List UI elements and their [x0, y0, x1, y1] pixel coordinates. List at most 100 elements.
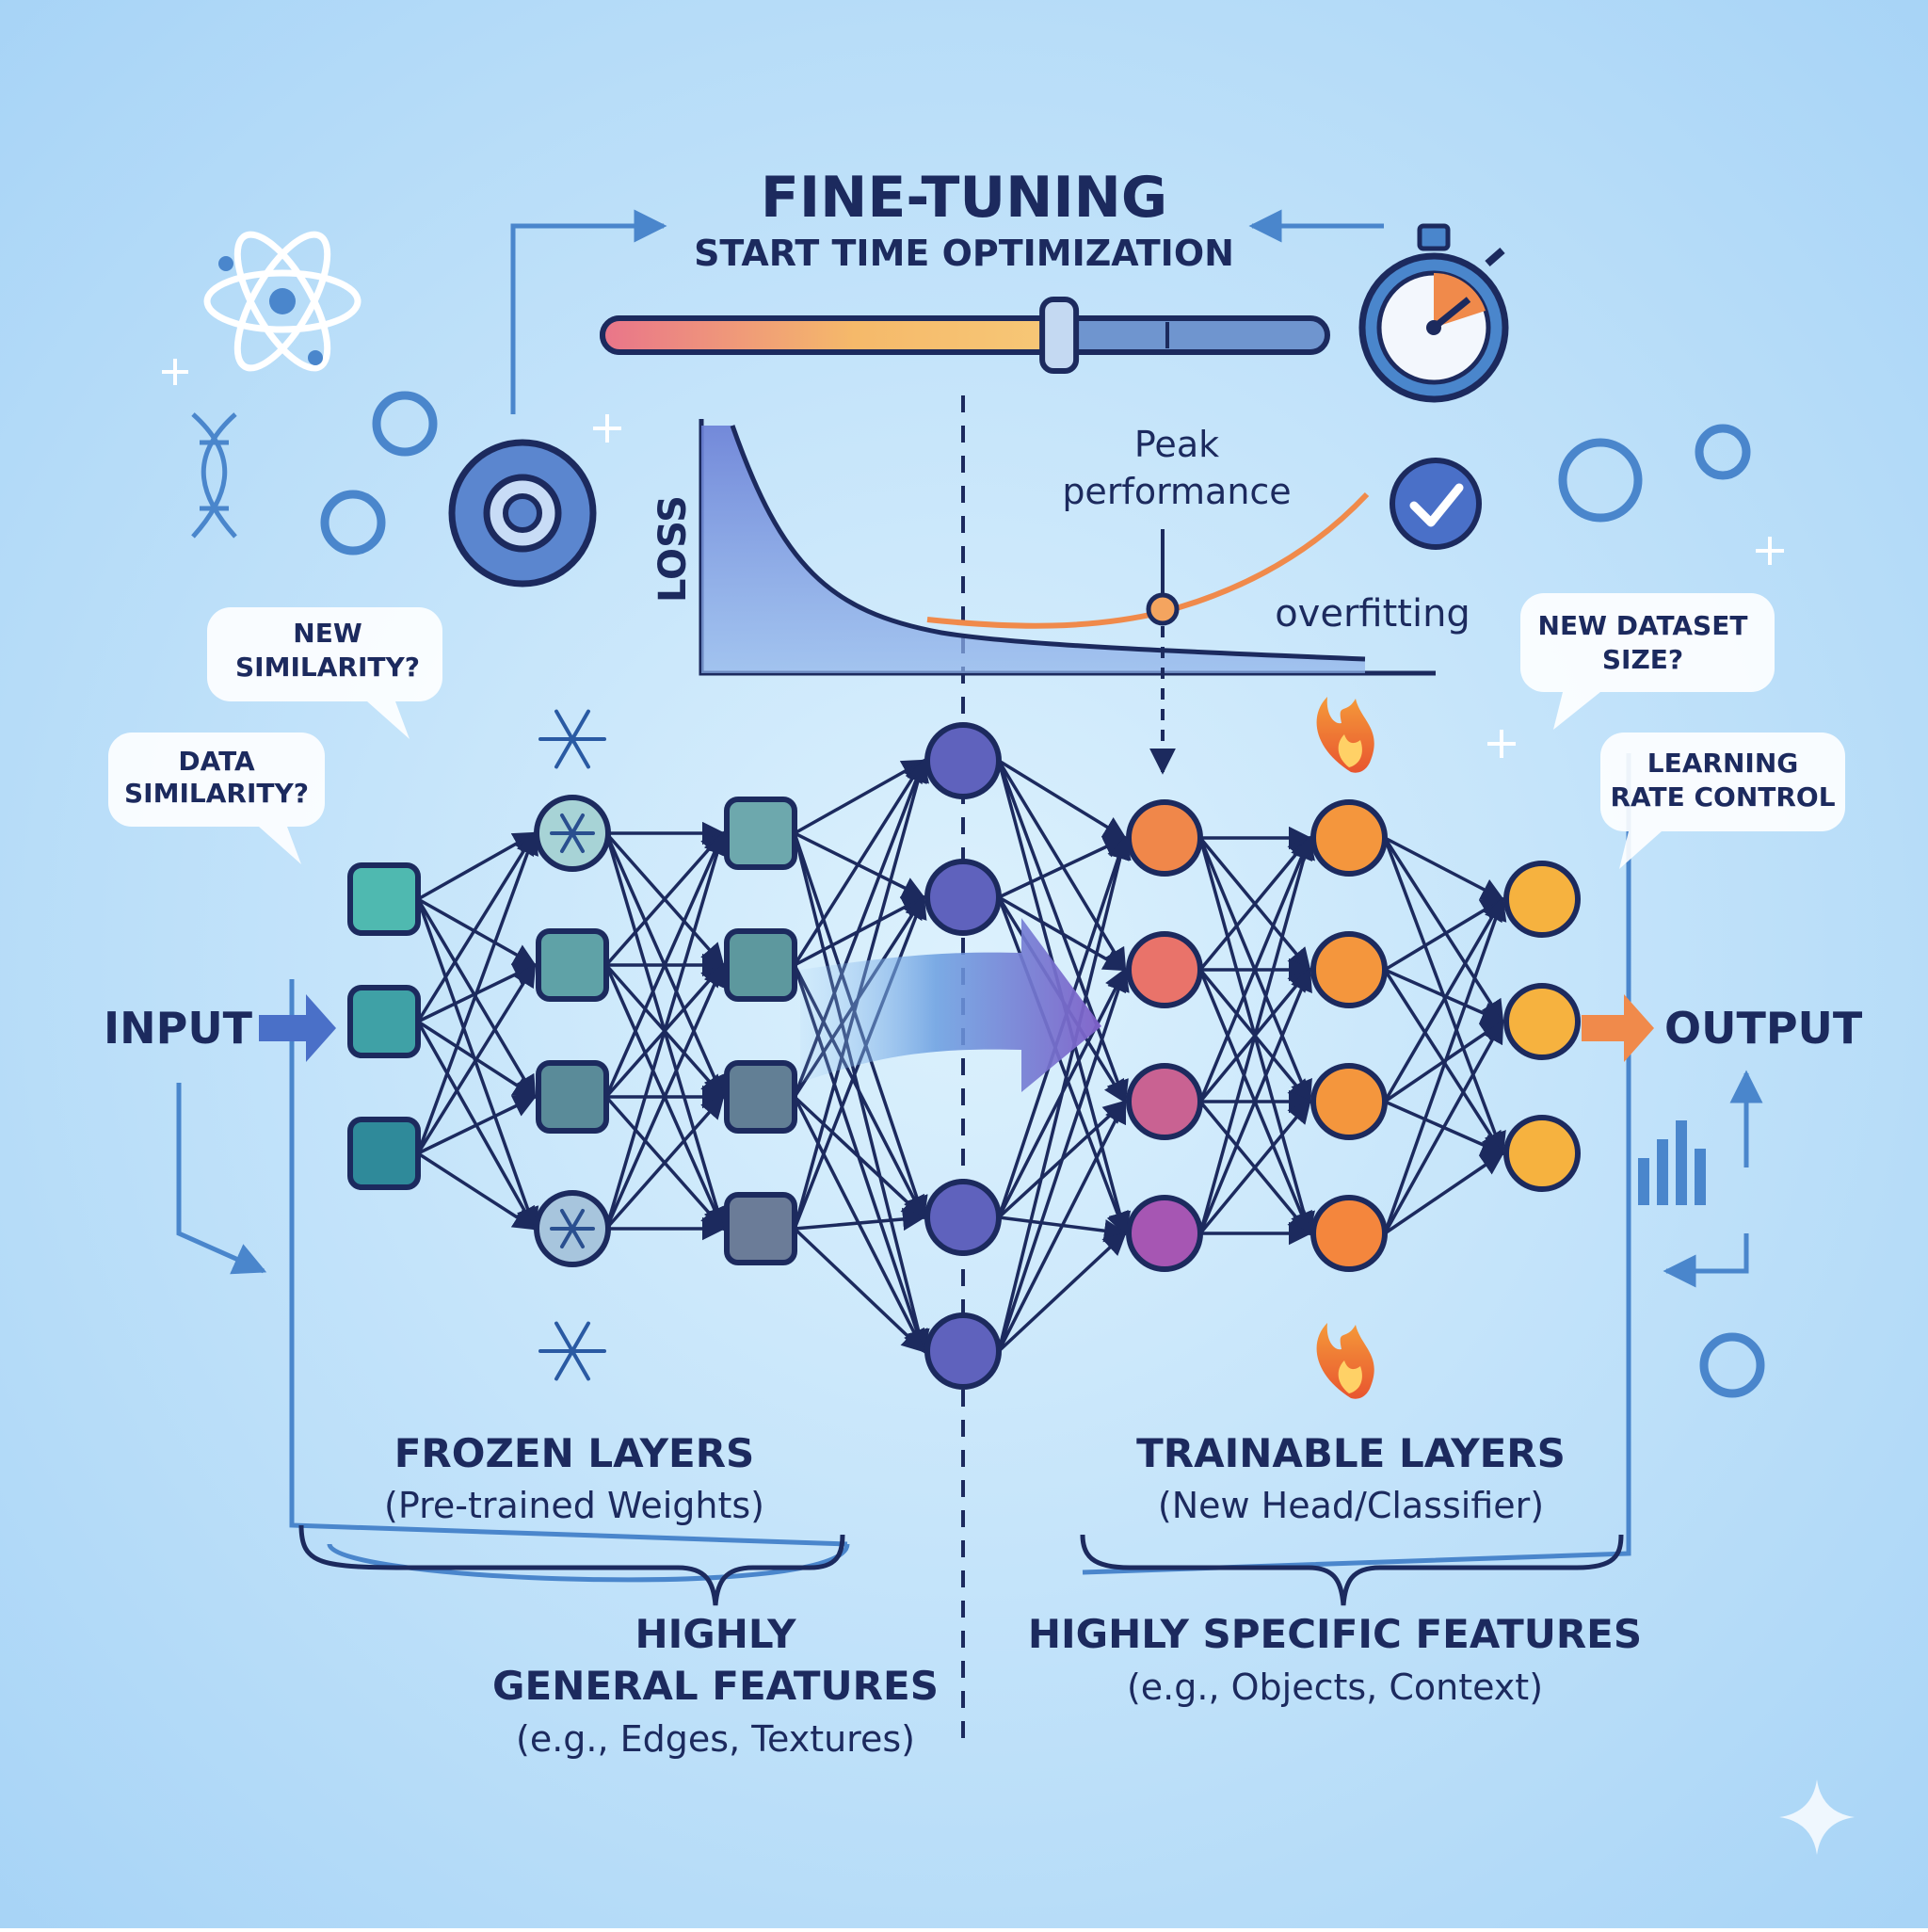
- training-loss-line: [730, 425, 1366, 662]
- flame-icon: [1316, 1323, 1374, 1399]
- trainable-node: [1126, 1063, 1203, 1140]
- frozen-node: [347, 862, 421, 936]
- dna-icon: [191, 412, 237, 539]
- connection-edge: [417, 1095, 538, 1155]
- trainable-layers-title: TRAINABLE LAYERS: [1136, 1430, 1566, 1476]
- frozen-node: [724, 797, 797, 870]
- trainable-node: [1503, 983, 1581, 1060]
- connection-edge: [604, 831, 725, 967]
- trainable-node: [1310, 1063, 1388, 1140]
- gear-icon: [320, 391, 1765, 1398]
- page-title: FINE-TUNING: [761, 165, 1167, 231]
- connection-edge: [1383, 896, 1504, 1103]
- frozen-node: [536, 928, 609, 1002]
- callout-text: NEW: [293, 618, 362, 649]
- input-label: INPUT: [104, 1003, 253, 1054]
- connection-edge: [997, 967, 1130, 1352]
- transfer-arrow: [800, 918, 1101, 1092]
- trainable-node: [1126, 931, 1203, 1008]
- callout-data-similarity: DATA SIMILARITY?: [108, 733, 325, 864]
- connection-edge: [1198, 967, 1312, 1234]
- connection-edge: [998, 759, 1128, 840]
- frozen-node: [536, 1060, 609, 1134]
- flame-icon: [1316, 697, 1374, 773]
- specific-features-examples: (e.g., Objects, Context): [1127, 1666, 1543, 1708]
- connection-edge: [604, 830, 729, 1230]
- connection-edge: [793, 1095, 925, 1219]
- connection-edge: [997, 1099, 1127, 1352]
- snowflake-icon: [560, 1208, 585, 1249]
- chart-ylabel: LOSS: [651, 495, 695, 603]
- callout-text: DATA: [178, 746, 255, 777]
- frozen-layers-title: FROZEN LAYERS: [394, 1430, 755, 1476]
- sparkle-icon: [1779, 1779, 1855, 1855]
- hidden-node: [924, 722, 1002, 799]
- bar-chart-icon: [1638, 1120, 1706, 1205]
- loss-chart: LOSS Peak performance overfitting: [651, 419, 1470, 775]
- peak-label: performance: [1062, 471, 1291, 512]
- slider-handle[interactable]: [1039, 297, 1080, 374]
- connection-edge: [416, 830, 537, 1022]
- frozen-layers-subtitle: (Pre-trained Weights): [384, 1485, 764, 1526]
- snowflake-icons: [538, 709, 606, 1381]
- snowflake-icon: [560, 813, 585, 854]
- trainable-node: [1310, 931, 1388, 1008]
- general-features-examples: (e.g., Edges, Textures): [516, 1718, 915, 1760]
- connection-edge: [997, 1232, 1127, 1353]
- connection-edge: [998, 836, 1128, 899]
- trainable-brace: [1080, 1534, 1624, 1606]
- specific-features-title: HIGHLY SPECIFIC FEATURES: [1028, 1611, 1642, 1657]
- callout-text: NEW DATASET: [1538, 610, 1748, 641]
- connection-edge: [604, 962, 726, 1230]
- connection-edge: [604, 1095, 725, 1231]
- connection-edge: [793, 758, 925, 966]
- connection-edge: [794, 759, 926, 835]
- callout-text: LEARNING: [1647, 748, 1798, 779]
- trainable-node: [1126, 799, 1203, 877]
- atom-icon: [203, 231, 362, 372]
- trainable-node: [1503, 861, 1581, 938]
- connection-edge: [793, 1227, 925, 1353]
- callout-text: SIMILARITY?: [235, 652, 420, 683]
- connection-edge: [1383, 1019, 1504, 1234]
- frozen-node: [347, 985, 421, 1058]
- output-arrow-icon: [1582, 994, 1654, 1062]
- general-features-title: GENERAL FEATURES: [492, 1663, 939, 1709]
- connection-edge: [1384, 836, 1505, 901]
- connection-edge: [604, 830, 726, 1098]
- connection-edge: [416, 898, 539, 1232]
- connection-edge: [417, 1151, 538, 1231]
- checkmark-icon: [1390, 458, 1482, 550]
- connection-edge: [416, 962, 537, 1154]
- gear-icon: [448, 439, 597, 588]
- peak-label: Peak: [1134, 424, 1219, 465]
- callout-text: SIZE?: [1602, 644, 1683, 675]
- connection-edge: [997, 835, 1132, 1352]
- snowflake-icon: [554, 1321, 590, 1381]
- page-subtitle: START TIME OPTIMIZATION: [694, 233, 1234, 274]
- output-label: OUTPUT: [1664, 1003, 1863, 1054]
- callout-new-similarity: NEW SIMILARITY?: [207, 607, 442, 739]
- timing-slider[interactable]: [600, 297, 1330, 374]
- hidden-node: [924, 1312, 1002, 1390]
- peak-performance-point: [1146, 592, 1180, 626]
- connection-edge: [417, 897, 538, 967]
- connection-edge: [1384, 1151, 1505, 1235]
- frozen-node: [347, 1117, 421, 1190]
- general-features-title: HIGHLY: [635, 1611, 796, 1657]
- frozen-brace: [298, 1524, 845, 1606]
- connection-edge: [1383, 896, 1507, 1234]
- connection-edge: [794, 1207, 926, 1232]
- trainable-node: [1503, 1115, 1581, 1192]
- connection-edge: [1383, 837, 1504, 1024]
- hidden-node: [924, 1179, 1002, 1256]
- connection-edge: [1198, 1100, 1311, 1235]
- trainable-layers-subtitle: (New Head/Classifier): [1158, 1485, 1544, 1526]
- callout-text: RATE CONTROL: [1610, 781, 1835, 813]
- input-arrow-icon: [259, 994, 336, 1062]
- network-connections: [416, 758, 1507, 1354]
- snowflake-icon: [554, 709, 590, 769]
- trainable-node: [1126, 1195, 1203, 1272]
- trainable-node: [1310, 1195, 1388, 1272]
